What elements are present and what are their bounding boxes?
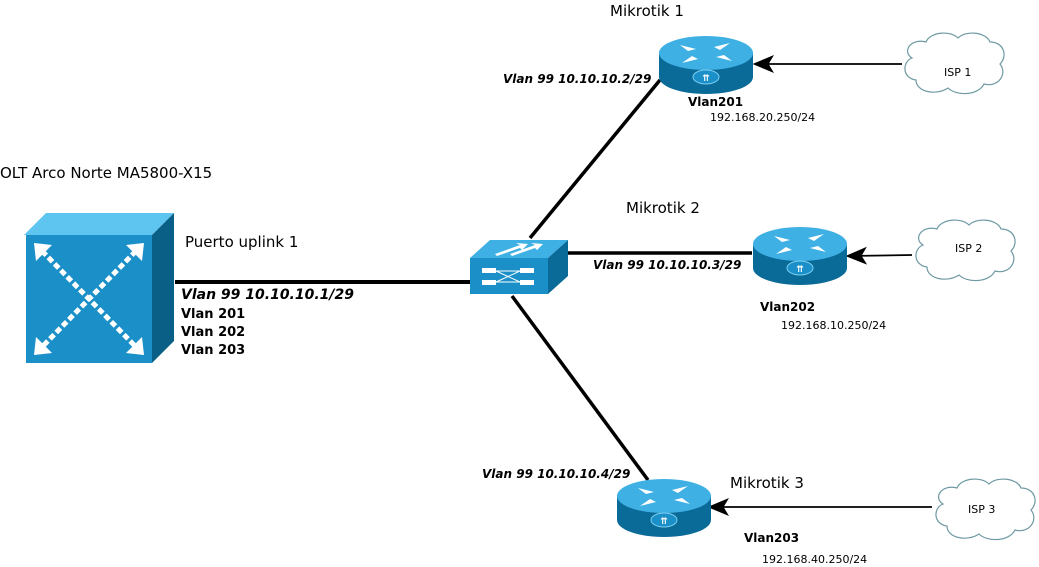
mikrotik3-name: Mikrotik 3 — [730, 474, 804, 492]
isp1-label: ISP 1 — [944, 66, 972, 79]
olt-title: OLT Arco Norte MA5800-X15 — [0, 164, 213, 182]
mikrotik3-router-icon[interactable]: ⇈ — [616, 478, 712, 538]
switch-icon[interactable] — [470, 240, 570, 296]
svg-text:⇈: ⇈ — [660, 517, 668, 527]
mikrotik3-ip: 192.168.40.250/24 — [762, 553, 868, 566]
isp3-label: ISP 3 — [968, 503, 996, 516]
olt-port-label: Puerto uplink 1 — [185, 233, 299, 251]
link-isp2-mikrotik2 — [845, 246, 913, 265]
mikrotik3-link-label: Vlan 99 10.10.10.4/29 — [482, 467, 631, 481]
olt-vlan-202: Vlan 202 — [181, 325, 246, 340]
svg-text:⇈: ⇈ — [702, 74, 710, 84]
olt-uplink-vlan: Vlan 99 10.10.10.1/29 — [181, 287, 355, 303]
mikrotik1-link-label: Vlan 99 10.10.10.2/29 — [503, 72, 652, 86]
olt-vlan-203: Vlan 203 — [181, 343, 246, 358]
mikrotik2-link-label: Vlan 99 10.10.10.3/29 — [593, 258, 742, 272]
mikrotik1-router-icon[interactable]: ⇈ — [658, 35, 754, 95]
mikrotik2-router-icon[interactable]: ⇈ — [752, 226, 848, 286]
isp3-cloud-icon[interactable] — [931, 476, 1039, 544]
isp2-cloud-icon[interactable] — [911, 217, 1021, 285]
mikrotik1-ip: 192.168.20.250/24 — [710, 111, 816, 124]
link-switch-mikrotik3 — [510, 294, 650, 482]
link-switch-mikrotik1 — [528, 78, 662, 240]
olt-vlan-201: Vlan 201 — [181, 307, 246, 322]
mikrotik2-ip: 192.168.10.250/24 — [781, 319, 887, 332]
svg-text:⇈: ⇈ — [796, 265, 804, 275]
mikrotik2-name: Mikrotik 2 — [626, 199, 700, 217]
olt-chassis-icon[interactable] — [24, 213, 176, 365]
mikrotik3-vlan: Vlan203 — [744, 531, 800, 545]
mikrotik2-vlan: Vlan202 — [760, 300, 816, 314]
isp1-cloud-icon[interactable] — [900, 30, 1010, 98]
isp2-label: ISP 2 — [955, 242, 983, 255]
mikrotik1-name: Mikrotik 1 — [610, 2, 684, 20]
mikrotik1-vlan: Vlan201 — [688, 95, 744, 109]
